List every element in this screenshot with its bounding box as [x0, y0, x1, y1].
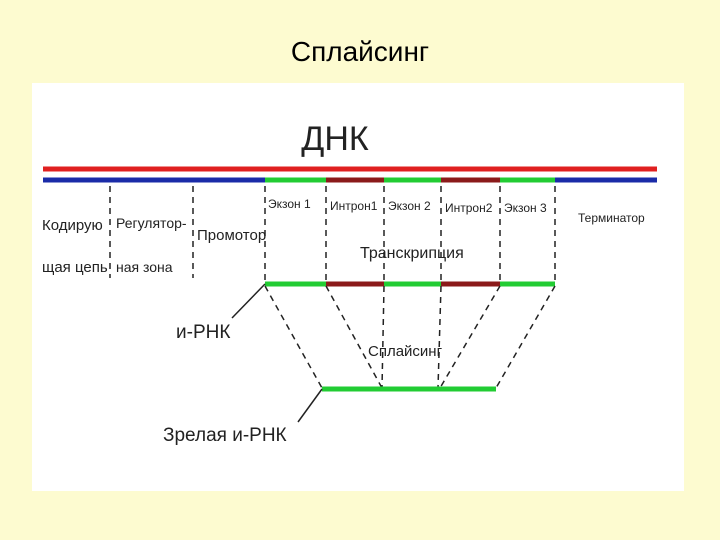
regulatory-label-2: ная зона [116, 259, 173, 275]
splicing-label: Сплайсинг [368, 343, 443, 360]
coding-chain-label-1: Кодирую [42, 217, 103, 234]
coding-chain-label-2: щая цепь [42, 259, 108, 276]
mature-mrna-label: Зрелая и-РНК [163, 425, 287, 446]
slide-title: Сплайсинг [290, 36, 430, 67]
mrna-pointer [231, 283, 266, 319]
intron2-label: Интрон2 [445, 201, 493, 215]
promoter-label: Промотор [197, 227, 266, 244]
transcription-label: Транскрипция [360, 245, 464, 262]
region-dividers [109, 186, 556, 282]
regulatory-label-1: Регулятор- [116, 215, 187, 231]
exon1-label: Экзон 1 [268, 197, 311, 211]
intron1-label: Интрон1 [330, 199, 378, 213]
terminator-label: Терминатор [578, 211, 645, 225]
exon2-label: Экзон 2 [388, 199, 431, 213]
dna-label: ДНК [301, 120, 369, 158]
diagram-panel [32, 83, 684, 491]
exon3-label: Экзон 3 [504, 201, 547, 215]
mature-mrna-pointer [297, 388, 323, 423]
mrna-label: и-РНК [176, 322, 230, 343]
splicing-lines [264, 285, 556, 389]
